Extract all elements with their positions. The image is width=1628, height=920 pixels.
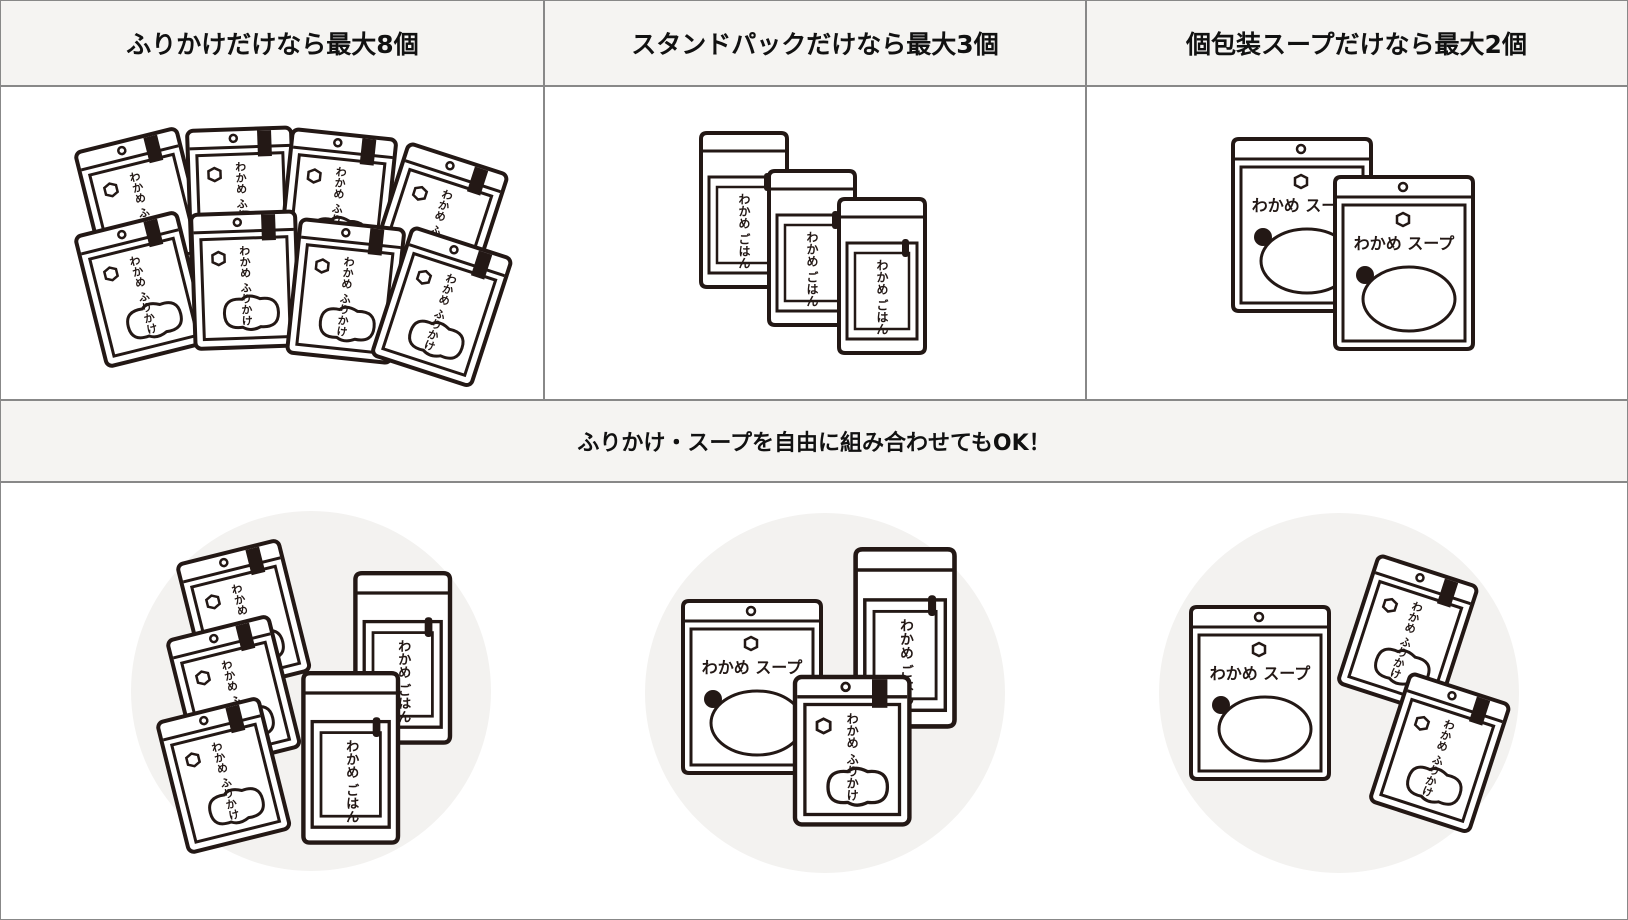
soup-pack-label-group: わかめ スープ [702,658,804,677]
divider [1085,1,1087,401]
soup-pack-label: わかめ スープ [1210,664,1312,683]
column-header-soup: 個包装スープだけなら最大2個 [1086,1,1627,87]
furikake-pack-label-group: わかめ ふりかけ [845,712,859,801]
divider [543,1,545,401]
soup-pack-label: わかめ スープ [1252,196,1354,215]
soup-pack-label-group: わかめ スープ [1252,196,1354,215]
column-header-furikake: ふりかけだけなら最大8個 [1,1,544,87]
furikake-pack-label: わかめ ふりかけ [845,712,859,801]
furikake-pack-label-group: わかめ ふりかけ [238,245,254,327]
combo-furikake-gohan: わかめ ふりかけ わかめ ふりかけ わかめ ふりかけ わかめ ごはん わかめ ご… [131,511,491,871]
soup-pack [1333,175,1475,351]
gohan-pack-label-group: わかめ ごはん [875,259,889,336]
gohan-pack-label-group: わかめ ごはん [805,231,819,308]
furikake-pack-label: わかめ ふりかけ [238,245,254,327]
combo-soup-furikake: わかめ スープ わかめ ふりかけ わかめ ふりかけ [1159,513,1519,873]
soup-pack [1189,605,1331,781]
soup-packs-group: わかめ スープ わかめ スープ [1231,137,1475,351]
soup-pack-label-group: わかめ スープ [1354,234,1456,253]
gohan-pack-label: わかめ ごはん [343,739,359,824]
column-header-stand-pack: スタンドパックだけなら最大3個 [544,1,1086,87]
stand-packs-group: わかめ ごはん わかめ ごはん わかめ ごはん [699,131,927,355]
soup-pack-label: わかめ スープ [1354,234,1456,253]
soup-pack-label-group: わかめ スープ [1210,664,1312,683]
soup-pack-label: わかめ スープ [702,658,804,677]
combo-soup-gohan-furikake: わかめ ごはん わかめ スープ わかめ ふりかけ [645,513,1005,873]
gohan-pack-label: わかめ ごはん [737,193,751,270]
gohan-pack-label: わかめ ごはん [875,259,889,336]
combo-header: ふりかけ・スープを自由に組み合わせてもOK！ [1,399,1627,483]
furikake-packs-group: わかめ ふりかけ わかめ ふりかけ わかめ ふりかけ わかめ ふりかけ わかめ … [73,127,514,389]
gohan-pack-label-group: わかめ ごはん [343,739,359,824]
gohan-pack-label: わかめ ごはん [805,231,819,308]
gohan-pack-label-group: わかめ ごはん [737,193,751,270]
